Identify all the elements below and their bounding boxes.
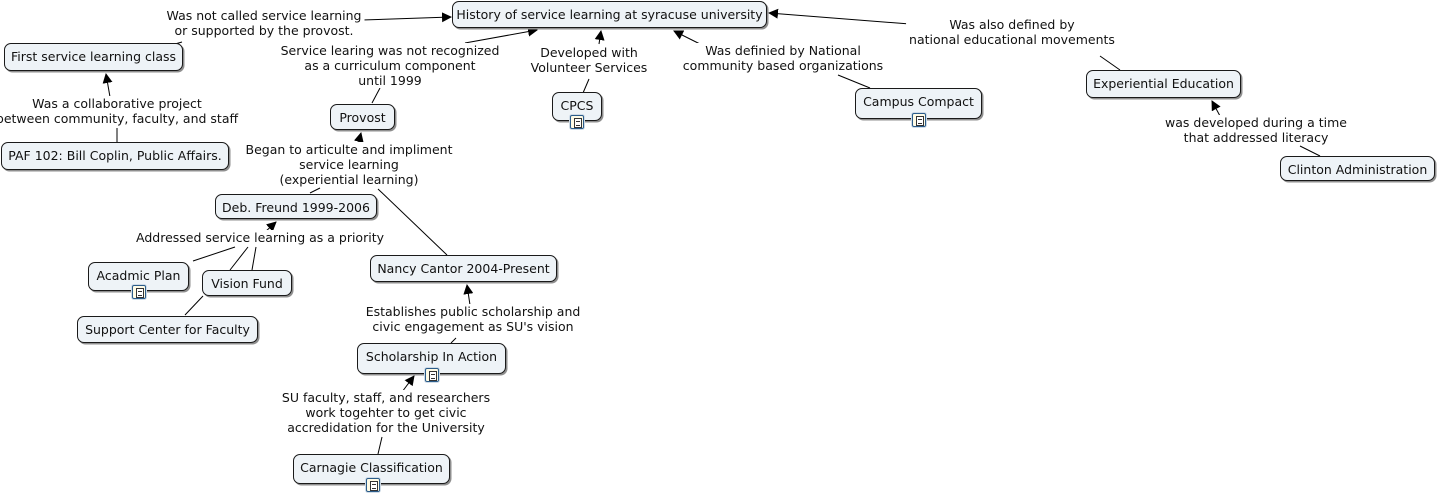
- document-resource-icon[interactable]: [912, 113, 926, 127]
- link-label-not-called: Was not called service learning or suppo…: [163, 8, 365, 38]
- link-label-not-recognized: Service learing was not recognized as a …: [277, 43, 503, 88]
- node-vision-fund[interactable]: Vision Fund: [202, 270, 292, 296]
- link-label-literacy: was developed during a time that address…: [1162, 115, 1350, 145]
- document-resource-icon[interactable]: [570, 115, 584, 129]
- node-campus-compact[interactable]: Campus Compact: [855, 88, 982, 119]
- link-label-accreditation: SU faculty, staff, and researchers work …: [278, 390, 494, 435]
- link-label-establishes: Establishes public scholarship and civic…: [362, 304, 584, 334]
- node-history-of-service-learning[interactable]: History of service learning at syracuse …: [452, 1, 767, 28]
- node-experiential-education[interactable]: Experiential Education: [1086, 70, 1241, 98]
- node-cpcs[interactable]: CPCS: [552, 92, 602, 121]
- node-first-service-learning-class[interactable]: First service learning class: [4, 43, 183, 71]
- node-nancy-cantor[interactable]: Nancy Cantor 2004-Present: [370, 255, 557, 282]
- link-label-collaborative: Was a collaborative project between comm…: [0, 96, 242, 126]
- node-clinton-administration[interactable]: Clinton Administration: [1280, 156, 1435, 181]
- node-support-center-for-faculty[interactable]: Support Center for Faculty: [77, 316, 258, 343]
- node-paf-102[interactable]: PAF 102: Bill Coplin, Public Affairs.: [1, 142, 229, 170]
- document-resource-icon[interactable]: [132, 285, 146, 299]
- link-label-national-orgs: Was definied by National community based…: [679, 43, 887, 73]
- link-label-volunteer-services: Developed with Volunteer Services: [527, 45, 651, 75]
- node-provost[interactable]: Provost: [330, 104, 395, 130]
- link-label-priority: Addressed service learning as a priority: [133, 230, 387, 245]
- node-deb-freund[interactable]: Deb. Freund 1999-2006: [215, 194, 377, 219]
- document-resource-icon[interactable]: [425, 368, 439, 382]
- link-label-articulate: Began to articulte and impliment service…: [242, 142, 456, 187]
- link-label-national-movements: Was also defined by national educational…: [906, 17, 1118, 47]
- document-resource-icon[interactable]: [366, 478, 380, 492]
